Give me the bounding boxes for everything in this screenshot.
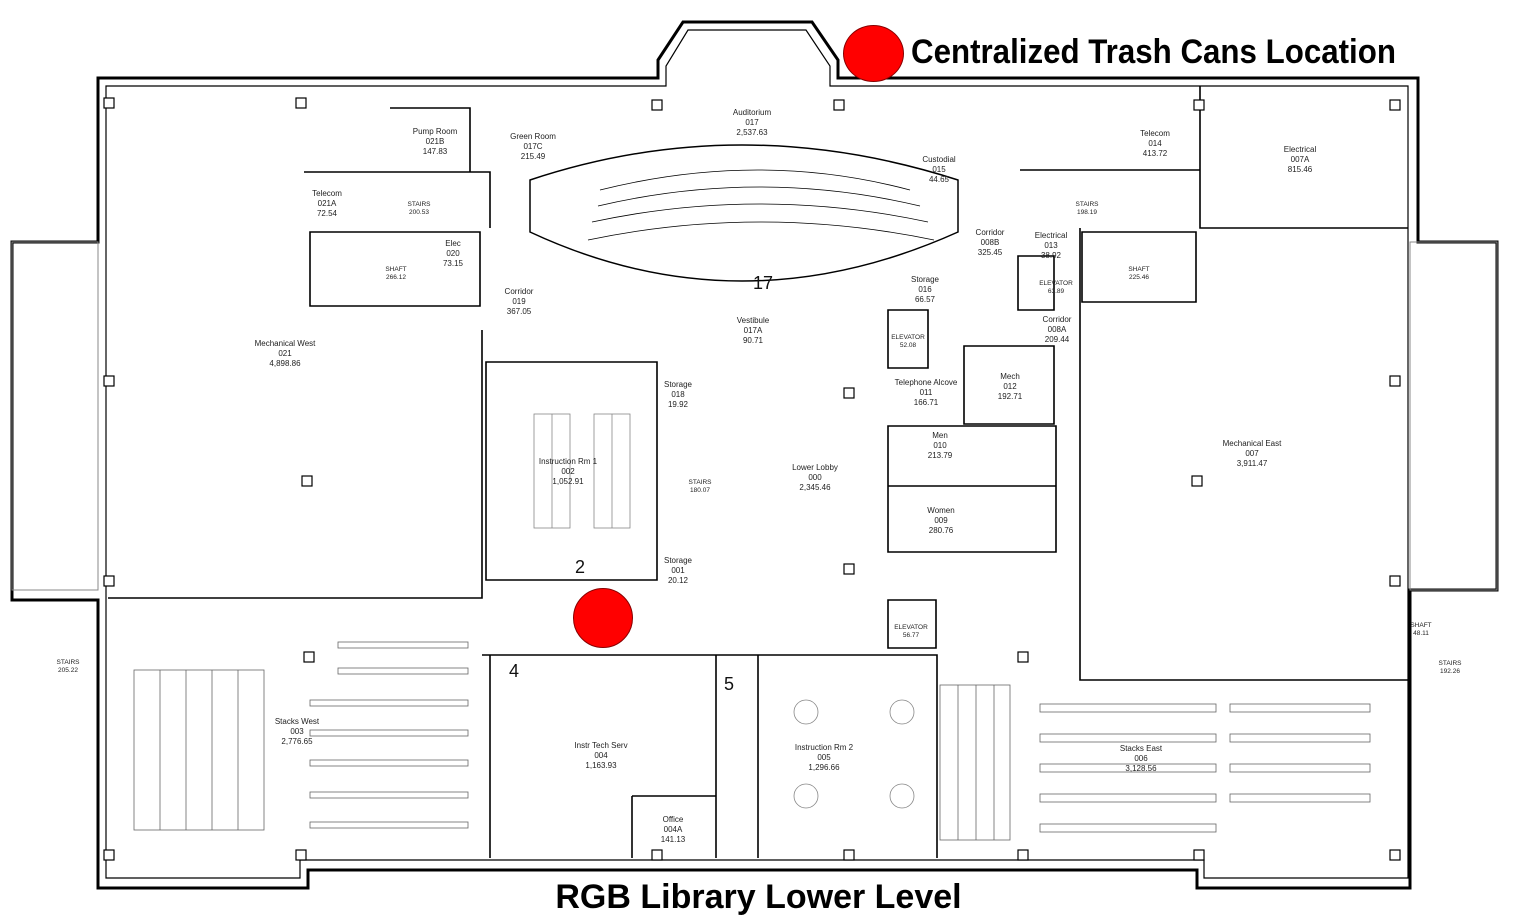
stacks-west-shelving bbox=[133, 641, 469, 831]
building-inner-outline bbox=[105, 29, 1409, 879]
building-outline bbox=[10, 20, 1499, 890]
instruction-room-2-tables bbox=[793, 699, 915, 809]
area-number: 4 bbox=[509, 661, 519, 681]
east-wing-outline bbox=[1409, 241, 1498, 591]
west-wing-outline bbox=[11, 241, 99, 591]
interior-walls bbox=[108, 86, 1408, 858]
area-numbers: 17 2 4 5 bbox=[509, 273, 773, 694]
structural-columns bbox=[103, 97, 1401, 861]
stacks-east-shelving bbox=[939, 684, 1371, 841]
legend-label: Centralized Trash Cans Location bbox=[911, 33, 1396, 71]
trash-can-location-marker[interactable] bbox=[573, 588, 633, 648]
area-number: 17 bbox=[753, 273, 773, 293]
legend-trash-marker bbox=[843, 25, 904, 82]
instruction-room-1-tables bbox=[533, 413, 631, 529]
area-number: 2 bbox=[575, 557, 585, 577]
area-number: 5 bbox=[724, 674, 734, 694]
plan-title: RGB Library Lower Level bbox=[555, 878, 962, 916]
auditorium-seating bbox=[529, 144, 959, 282]
